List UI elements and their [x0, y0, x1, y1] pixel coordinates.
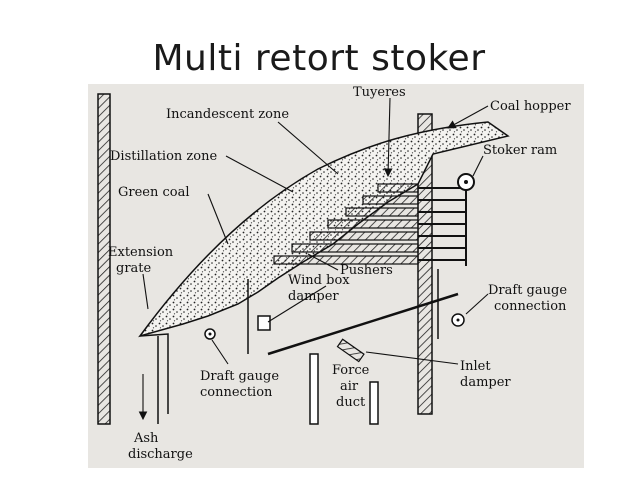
wind-box-walls	[247, 269, 439, 425]
label-tuyeres: Tuyeres	[353, 85, 406, 100]
label-draft-gauge-right-1: Draft gauge	[488, 283, 567, 298]
extension-grate	[139, 333, 169, 414]
label-stoker-ram: Stoker ram	[483, 143, 557, 158]
label-distillation-zone: Distillation zone	[110, 149, 217, 164]
left-furnace-wall	[97, 93, 111, 425]
label-draft-gauge-right-2: connection	[494, 299, 567, 314]
label-wind-box-1: Wind box	[288, 273, 350, 288]
label-force-air-duct-2: air	[340, 379, 359, 394]
label-ash-1: Ash	[133, 431, 159, 446]
wind-box-damper-rod	[267, 292, 459, 356]
label-extension-grate-2: grate	[116, 261, 152, 276]
label-wind-box-2: damper	[288, 289, 339, 304]
stoker-diagram: Tuyeres Coal hopper Incandescent zone Di…	[88, 84, 584, 468]
label-inlet-damper-1: Inlet	[460, 359, 491, 374]
label-force-air-duct-1: Force	[332, 363, 370, 378]
label-draft-gauge-left-2: connection	[200, 385, 273, 400]
label-pushers: Pushers	[340, 263, 393, 278]
label-coal-hopper: Coal hopper	[490, 99, 571, 114]
label-force-air-duct-3: duct	[336, 395, 366, 410]
leader-lines	[138, 97, 489, 421]
inlet-damper	[336, 338, 365, 363]
wind-box-damper	[257, 315, 271, 331]
label-inlet-damper-2: damper	[460, 375, 511, 390]
slide-title: Multi retort stoker	[152, 38, 486, 79]
label-ash-2: discharge	[128, 447, 193, 462]
label-green-coal: Green coal	[118, 185, 190, 200]
label-draft-gauge-left-1: Draft gauge	[200, 369, 279, 384]
label-incandescent-zone: Incandescent zone	[166, 107, 289, 122]
pusher-rods	[418, 182, 467, 266]
label-extension-grate-1: Extension	[108, 245, 174, 260]
